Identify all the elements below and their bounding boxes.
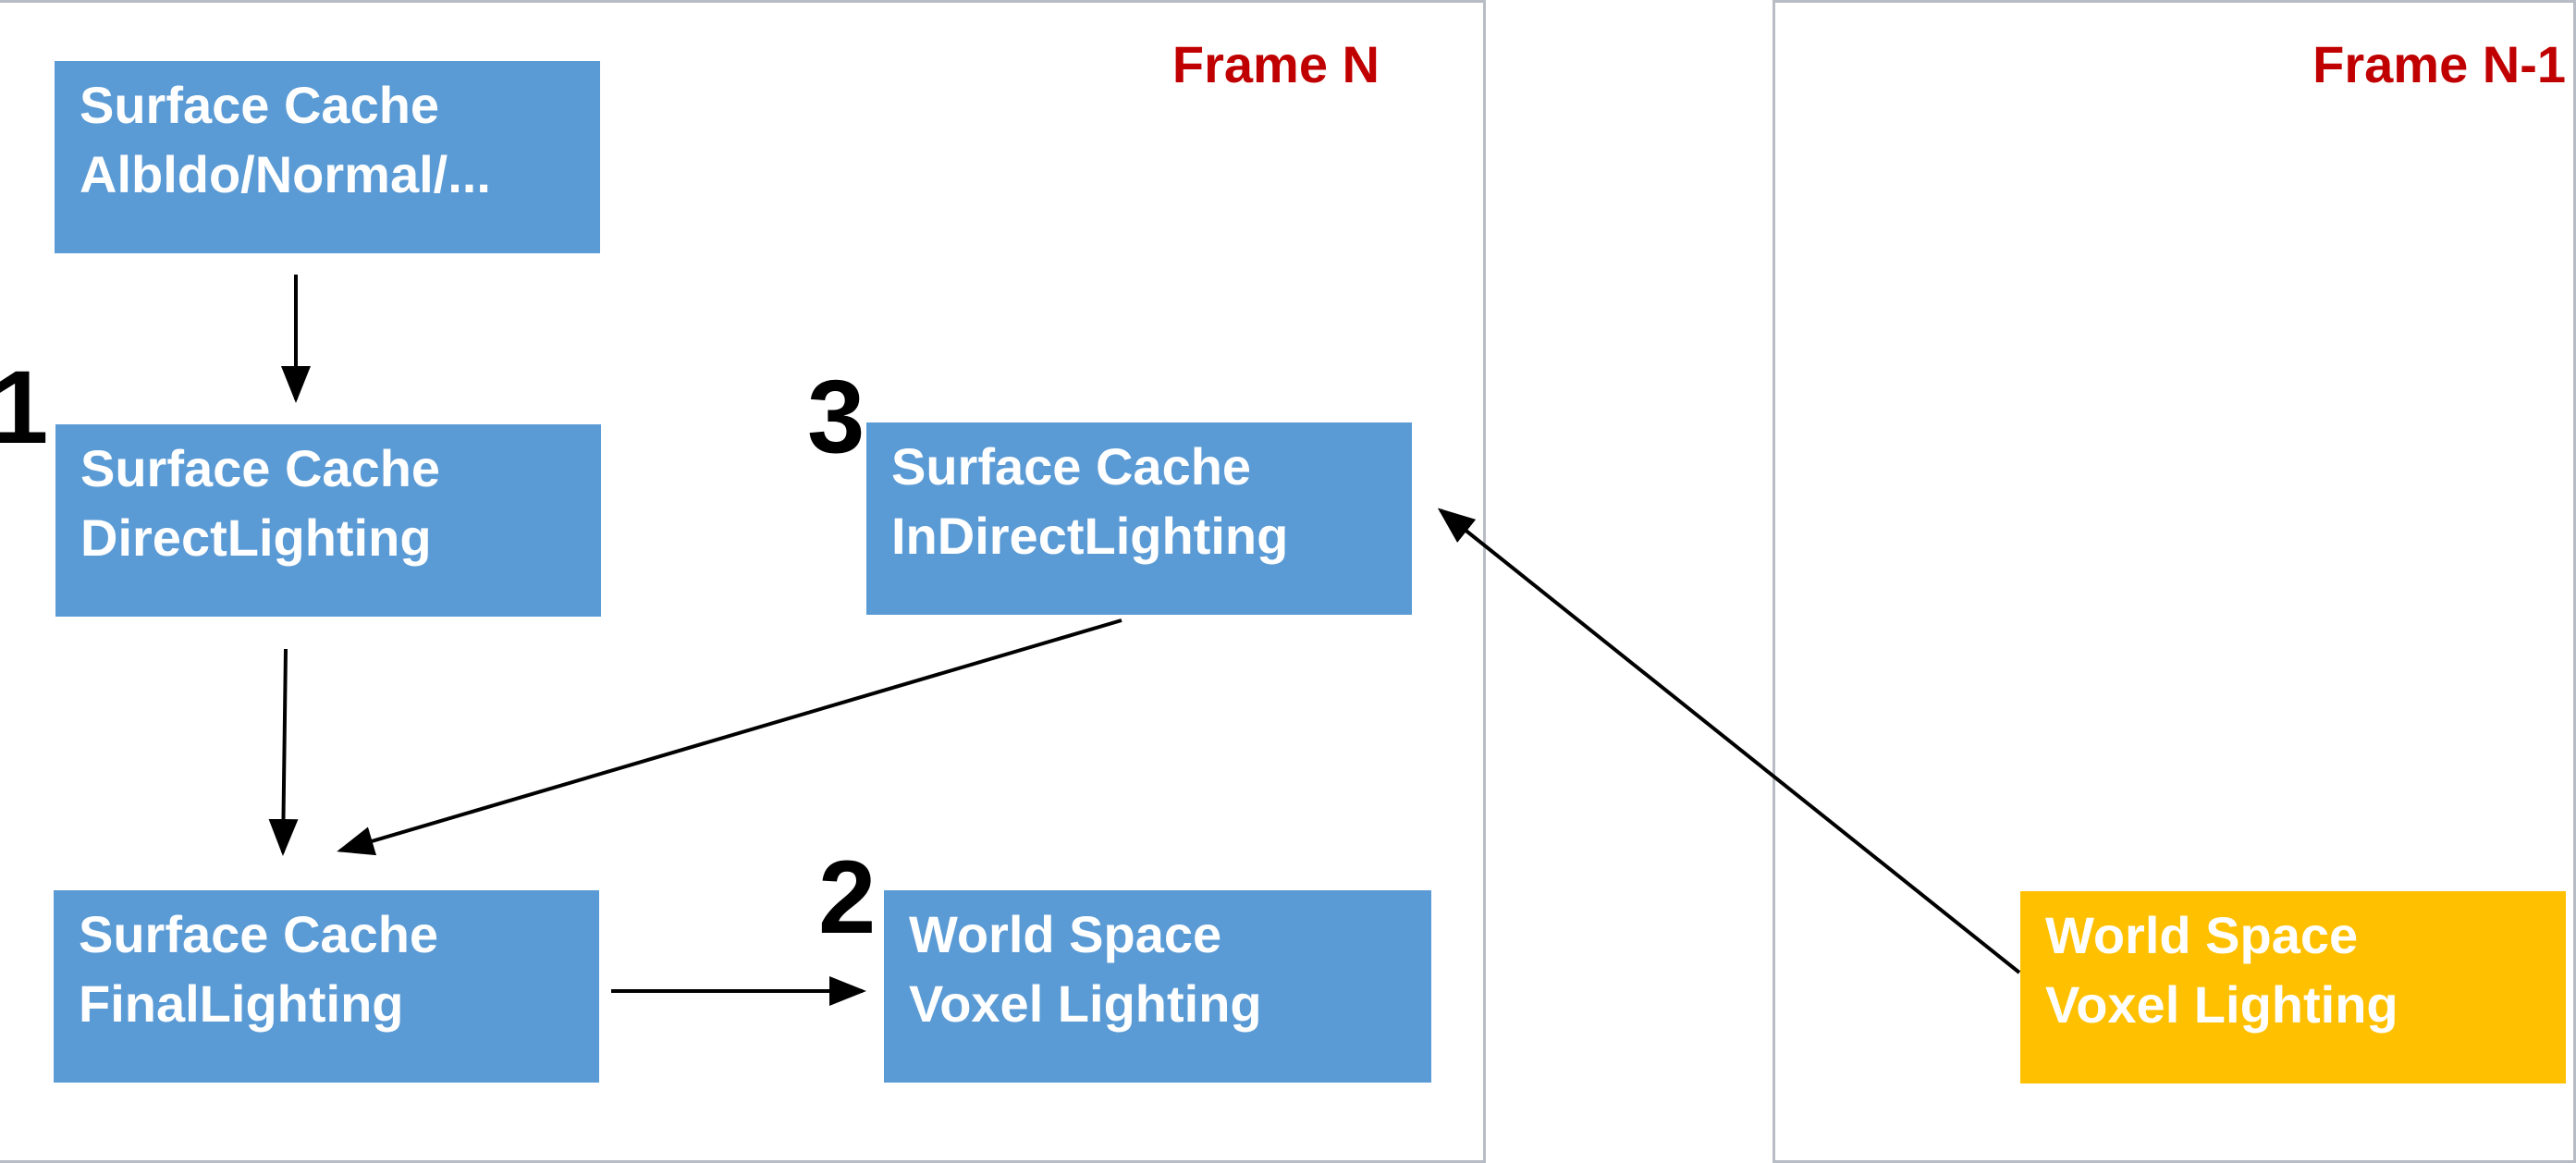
frame-n-panel xyxy=(0,0,1486,1163)
frame-n-minus-1-panel xyxy=(1773,0,2576,1163)
box-subtitle: Voxel Lighting xyxy=(909,974,1262,1033)
surface-cache-final-lighting-box: Surface Cache FinalLighting xyxy=(54,890,599,1083)
previous-frame-voxel-lighting-box: World Space Voxel Lighting xyxy=(2020,891,2566,1083)
box-title: World Space xyxy=(909,905,1222,963)
box-title: Surface Cache xyxy=(80,76,440,134)
surface-cache-direct-lighting-box: Surface Cache DirectLighting xyxy=(55,424,601,617)
arrow-prev-voxel-to-indirect xyxy=(1437,508,2021,974)
box-title: Surface Cache xyxy=(891,437,1252,496)
frame-n-minus-1-title: Frame N-1 xyxy=(2312,35,2566,93)
box-subtitle: Voxel Lighting xyxy=(2045,975,2398,1034)
surface-cache-albedo-box: Surface Cache Albldo/Normal/... xyxy=(55,61,600,253)
world-space-voxel-lighting-box: World Space Voxel Lighting xyxy=(884,890,1431,1083)
step-number-3: 3 xyxy=(807,359,865,474)
arrow-direct-to-final xyxy=(268,648,299,856)
box-title: World Space xyxy=(2045,906,2359,964)
box-title: Surface Cache xyxy=(79,905,439,963)
box-subtitle: Albldo/Normal/... xyxy=(80,145,491,203)
arrow-indirect-to-final xyxy=(337,618,1122,856)
frame-n-title: Frame N xyxy=(1171,35,1380,93)
step-number-2: 2 xyxy=(818,839,877,955)
box-title: Surface Cache xyxy=(80,439,441,497)
box-subtitle: InDirectLighting xyxy=(891,507,1289,565)
surface-cache-indirect-lighting-box: Surface Cache InDirectLighting xyxy=(866,422,1412,615)
box-subtitle: DirectLighting xyxy=(80,508,432,567)
box-subtitle: FinalLighting xyxy=(79,974,404,1033)
step-number-1: 1 xyxy=(0,349,49,465)
